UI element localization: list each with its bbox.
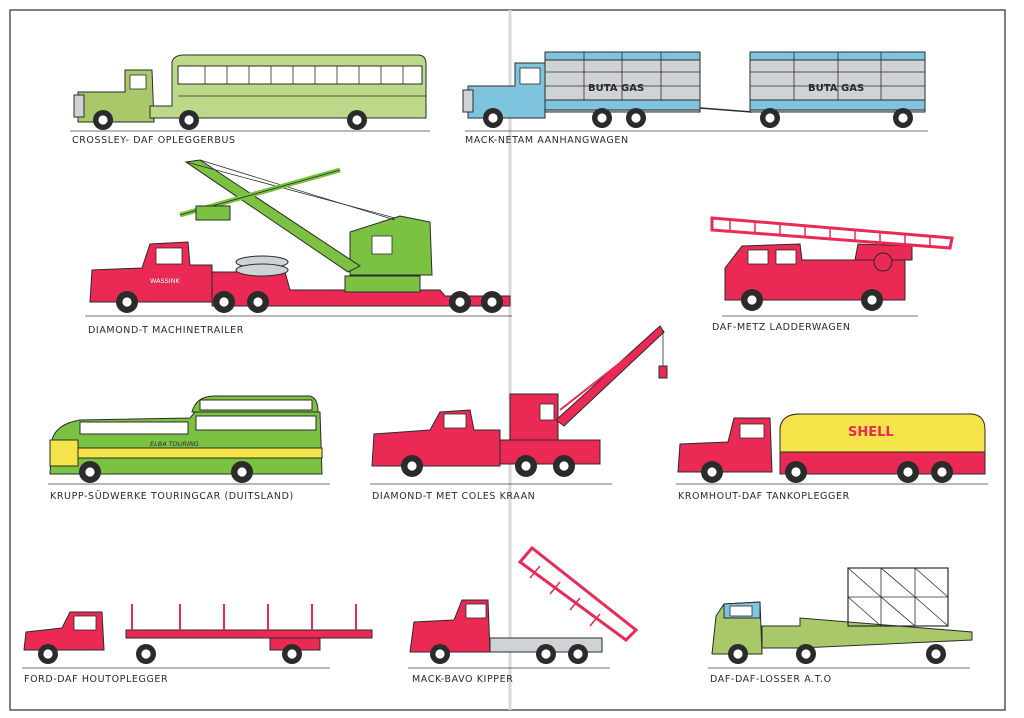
vehicle-kromhout: SHELL <box>676 413 988 485</box>
caption-daf-metz: DAF-METZ LADDERWAGEN <box>712 322 851 333</box>
caption-daf-losser: DAF-DAF-LOSSER A.T.O <box>710 674 832 685</box>
tank-text-shell: SHELL <box>848 425 894 440</box>
bus-side-text: ELBA TOURING <box>150 440 199 448</box>
vehicle-mack-bavo <box>408 545 639 669</box>
cab-text-wassink: WASSINK <box>150 277 181 285</box>
caption-diamond-machine: DIAMOND-T MACHINETRAILER <box>88 325 244 336</box>
page-border <box>9 9 1006 711</box>
caption-krupp: KRUPP-SÜDWERKE TOURINGCAR (DUITSLAND) <box>50 491 294 502</box>
caption-mack-netam: MACK-NETAM AANHANGWAGEN <box>465 135 629 146</box>
vehicle-mack-netam: BUTA GAS BUTA GAS <box>462 51 928 132</box>
vehicle-daf-losser <box>708 567 973 669</box>
vehicle-crossley <box>70 54 430 132</box>
caption-crossley: CROSSLEY- DAF OPLEGGERBUS <box>72 135 236 146</box>
caption-kromhout: KROMHOUT-DAF TANKOPLEGGER <box>678 491 850 502</box>
vehicle-diamond-machine: WASSINK <box>85 159 512 317</box>
trailer-text-1: BUTA GAS <box>588 83 644 94</box>
caption-ford-daf: FORD-DAF HOUTOPLEGGER <box>24 674 168 685</box>
trailer-text-2: BUTA GAS <box>808 83 864 94</box>
vehicle-ford-daf <box>22 604 373 669</box>
vehicle-daf-metz <box>710 216 954 317</box>
caption-diamond-coles: DIAMOND-T MET COLES KRAAN <box>372 491 535 502</box>
vehicle-krupp: ELBA TOURING <box>48 395 330 485</box>
vehicle-diamond-coles <box>370 325 668 485</box>
caption-mack-bavo: MACK-BAVO KIPPER <box>412 674 513 685</box>
